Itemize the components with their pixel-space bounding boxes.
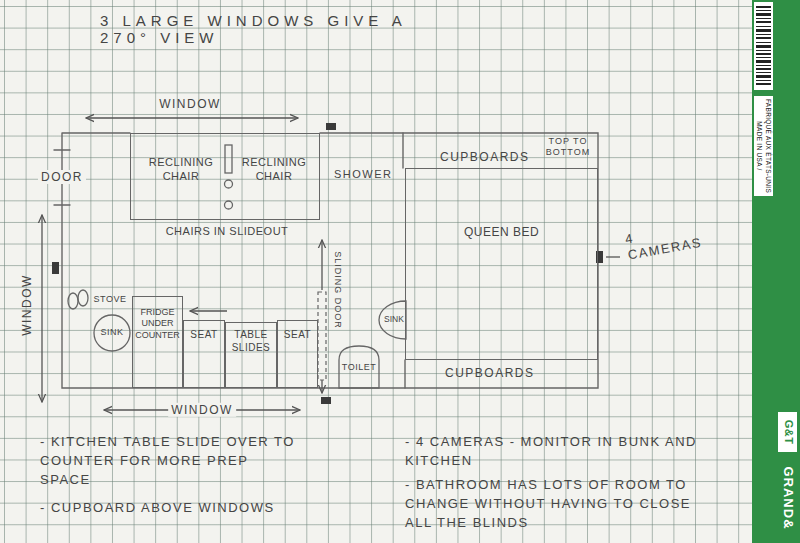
node-content: SEAT bbox=[278, 321, 317, 387]
brand-logo: G&T bbox=[781, 420, 794, 445]
queen-bed: QUEEN BED bbox=[405, 168, 598, 360]
dimension-label: WINDOW bbox=[150, 97, 230, 111]
node-content: TOILET bbox=[336, 344, 382, 388]
node-text: RECLINING CHAIR bbox=[231, 156, 317, 184]
storage-label: CUPBOARDS bbox=[445, 366, 535, 380]
logo-ground bbox=[778, 412, 797, 452]
note-text: - KITCHEN TABLE SLIDE OVER TO COUNTER FO… bbox=[40, 432, 295, 489]
toilet-bowl bbox=[339, 346, 379, 388]
node-content: SEAT bbox=[184, 321, 224, 387]
storage-label: CUPBOARDS bbox=[440, 150, 530, 164]
origin-label-ground bbox=[754, 96, 773, 196]
sink-circle bbox=[94, 315, 130, 351]
pad-print: MADE IN USA / bbox=[755, 121, 763, 170]
seat-box: SEAT bbox=[277, 320, 318, 388]
note-text: - 4 CAMERAS - MONITOR IN BUNK AND KITCHE… bbox=[405, 432, 705, 470]
barcode-ground bbox=[754, 2, 773, 90]
kitchen-sink: SINK bbox=[93, 314, 131, 352]
seat-box: SEAT bbox=[183, 320, 225, 388]
node-text: STOVE bbox=[90, 294, 130, 305]
pad-print: FABRIQUÉ AUX ÉTATS-UNIS bbox=[764, 99, 772, 193]
barcode bbox=[756, 6, 771, 85]
node-content: FRIDGE UNDER COUNTER bbox=[133, 297, 182, 387]
node-text: CHAIRS IN SLIDEOUT bbox=[139, 225, 315, 239]
dimension-label: WINDOW bbox=[168, 403, 236, 417]
dimension-label: WINDOW bbox=[20, 274, 34, 336]
door-label: DOOR bbox=[38, 170, 86, 184]
node-text: FRIDGE UNDER COUNTER bbox=[134, 307, 181, 341]
node-content: QUEEN BED bbox=[406, 169, 597, 359]
table-box: TABLE SLIDES bbox=[225, 322, 277, 388]
stove: STOVE bbox=[66, 288, 130, 312]
node-text: RECLINING CHAIR bbox=[137, 156, 225, 184]
note-text: - CUPBOARD ABOVE WINDOWS bbox=[40, 498, 360, 517]
diagram-title: 3 LARGE WINDOWS GIVE A 270° VIEW bbox=[100, 12, 430, 46]
floor-lamp bbox=[225, 145, 233, 209]
burner bbox=[68, 293, 78, 309]
brand-name: GRAND& bbox=[780, 466, 796, 529]
cameras bbox=[52, 123, 603, 404]
storage-note: TOP TO BOTTOM bbox=[540, 136, 596, 158]
toilet: TOILET bbox=[336, 344, 382, 388]
node-text: TABLE SLIDES bbox=[227, 329, 275, 354]
node-text: TOILET bbox=[338, 362, 380, 373]
door-label: SLIDING DOOR bbox=[333, 251, 344, 329]
room-label: SHOWER bbox=[334, 168, 393, 181]
node-text: SEAT bbox=[185, 329, 223, 342]
node-content: SINK bbox=[93, 314, 131, 352]
node-text: QUEEN BED bbox=[407, 225, 596, 240]
note-text: - BATHROOM HAS LOTS OF ROOM TO CHANGE WI… bbox=[405, 475, 705, 532]
camera-callout: 4 CAMERAS bbox=[624, 219, 700, 262]
node-content: TABLE SLIDES bbox=[226, 323, 276, 387]
node-text: SINK bbox=[384, 314, 404, 325]
arrows bbox=[42, 118, 620, 410]
burner bbox=[78, 290, 88, 306]
fridge-box: FRIDGE UNDER COUNTER bbox=[132, 296, 183, 388]
sliding-door bbox=[318, 292, 326, 380]
walls bbox=[54, 133, 598, 388]
slideout-box: RECLINING CHAIRRECLINING CHAIRCHAIRS IN … bbox=[130, 133, 320, 220]
node-text: SINK bbox=[95, 327, 129, 338]
node-content: SINK bbox=[378, 300, 406, 340]
sink-basin bbox=[379, 301, 406, 339]
bathroom-sink: SINK bbox=[378, 300, 406, 340]
node-text: SEAT bbox=[279, 329, 316, 342]
